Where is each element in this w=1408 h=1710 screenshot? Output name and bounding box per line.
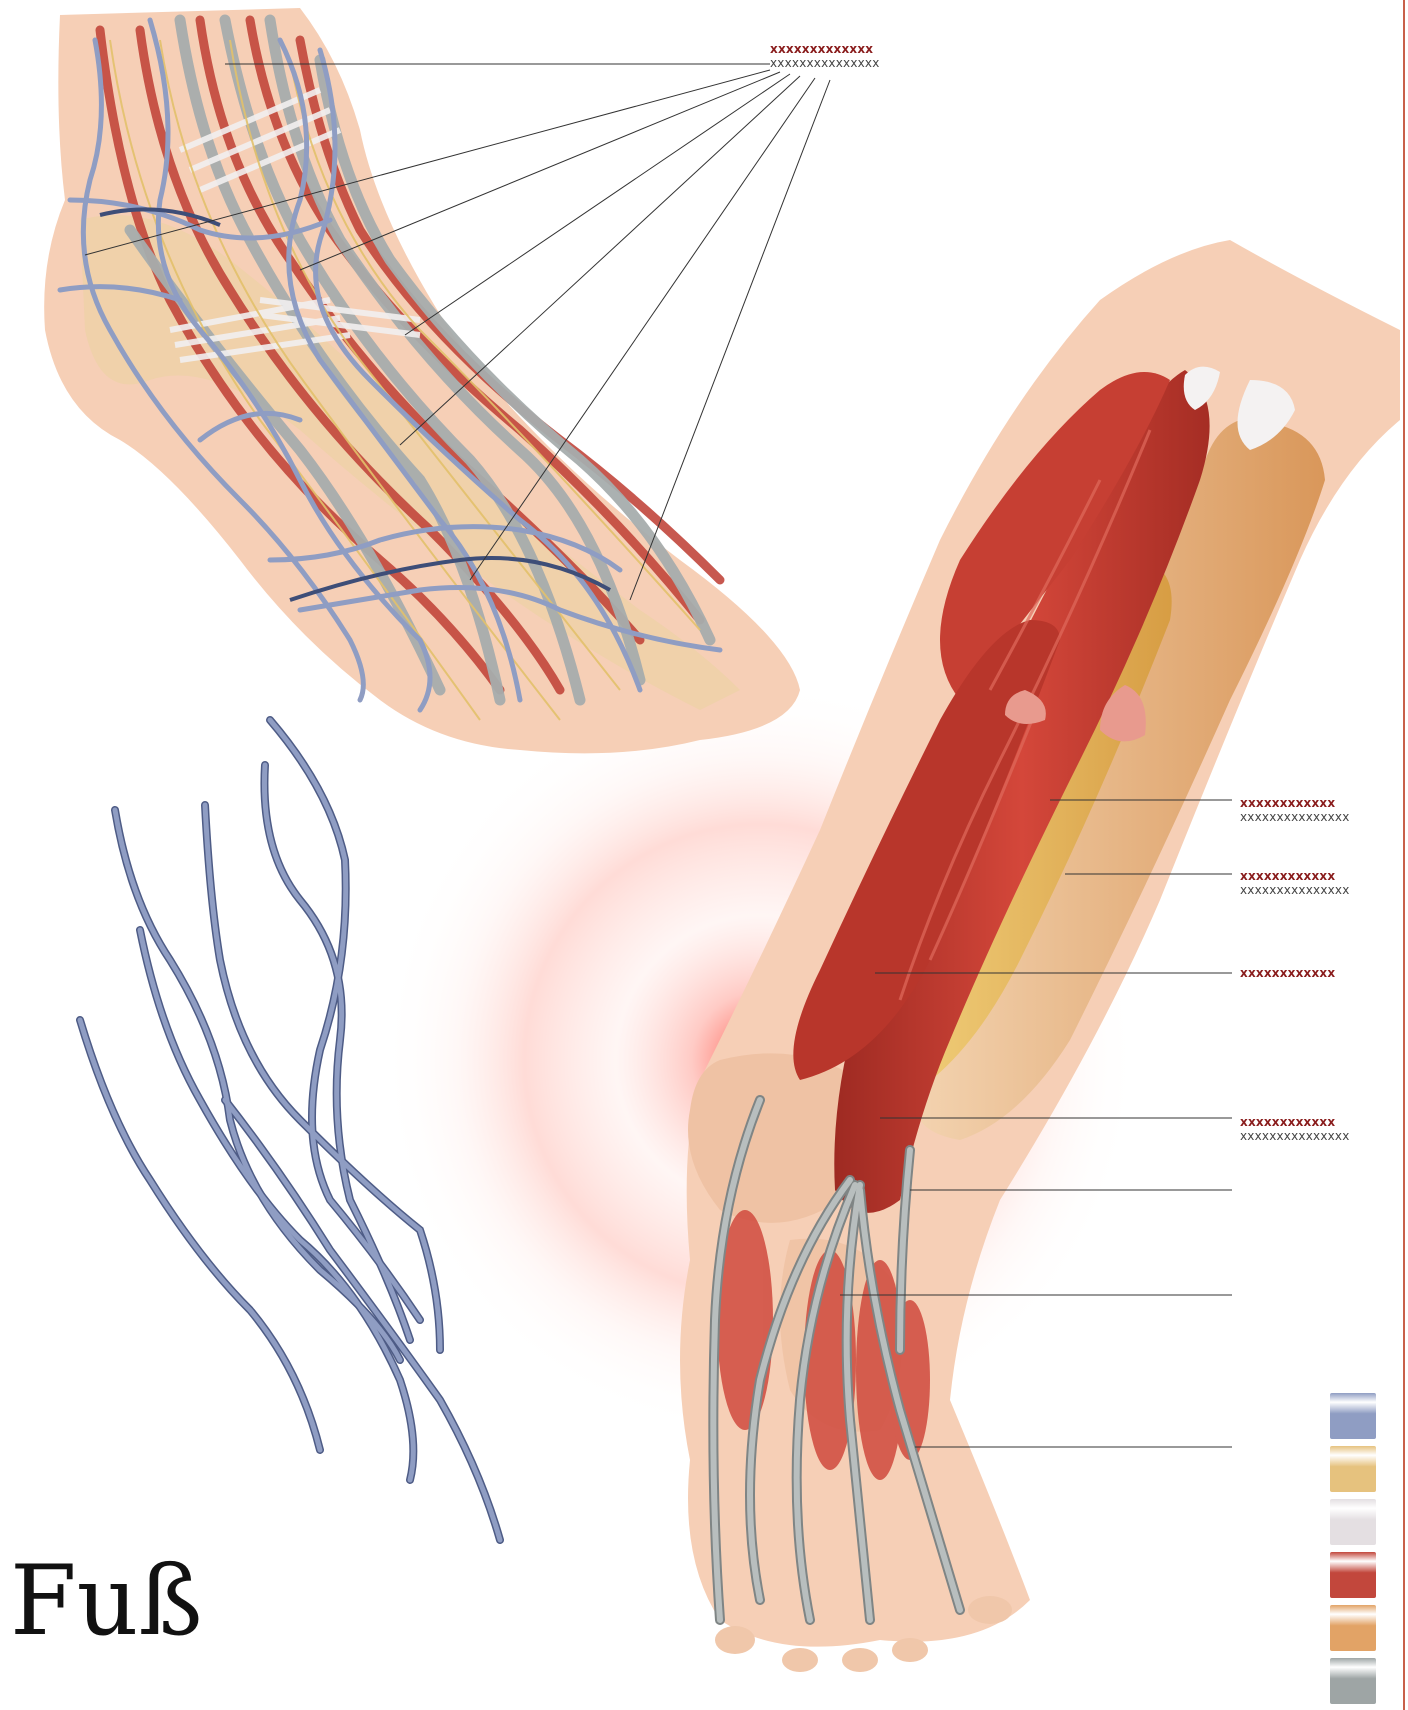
legend-swatch-tendon [1330, 1658, 1376, 1704]
dorsal-foot-label: xxxxxxxxxxxxx xxxxxxxxxxxxxxx [770, 42, 880, 70]
label-line-primary: xxxxxxxxxxxx [1240, 966, 1335, 980]
label-line-primary: xxxxxxxxxxxx [1240, 796, 1350, 810]
legend-swatch-muscle [1330, 1552, 1376, 1598]
legend-swatch-bone [1330, 1605, 1376, 1651]
leg-label-4: xxxxxxxxxxxx xxxxxxxxxxxxxxx [1240, 1115, 1350, 1143]
leg-label-1: xxxxxxxxxxxx xxxxxxxxxxxxxxx [1240, 796, 1350, 824]
leg-label-2: xxxxxxxxxxxx xxxxxxxxxxxxxxx [1240, 869, 1350, 897]
legend-swatch-nerve [1330, 1446, 1376, 1492]
dorsal-foot-illustration [44, 8, 800, 753]
page-title: Fuß [10, 1545, 203, 1657]
label-line-primary: xxxxxxxxxxxx [1240, 869, 1350, 883]
leg-label-3: xxxxxxxxxxxx [1240, 966, 1335, 980]
label-line-secondary: xxxxxxxxxxxxxxx [1240, 1129, 1350, 1143]
label-line-secondary: xxxxxxxxxxxxxxx [770, 56, 880, 70]
legend-swatch-vein [1330, 1393, 1376, 1439]
label-line-primary: xxxxxxxxxxxxx [770, 42, 880, 56]
legend-swatch-ligament [1330, 1499, 1376, 1545]
label-line-secondary: xxxxxxxxxxxxxxx [1240, 883, 1350, 897]
label-line-secondary: xxxxxxxxxxxxxxx [1240, 810, 1350, 824]
label-line-primary: xxxxxxxxxxxx [1240, 1115, 1350, 1129]
leg-foot-illustration [680, 240, 1400, 1672]
